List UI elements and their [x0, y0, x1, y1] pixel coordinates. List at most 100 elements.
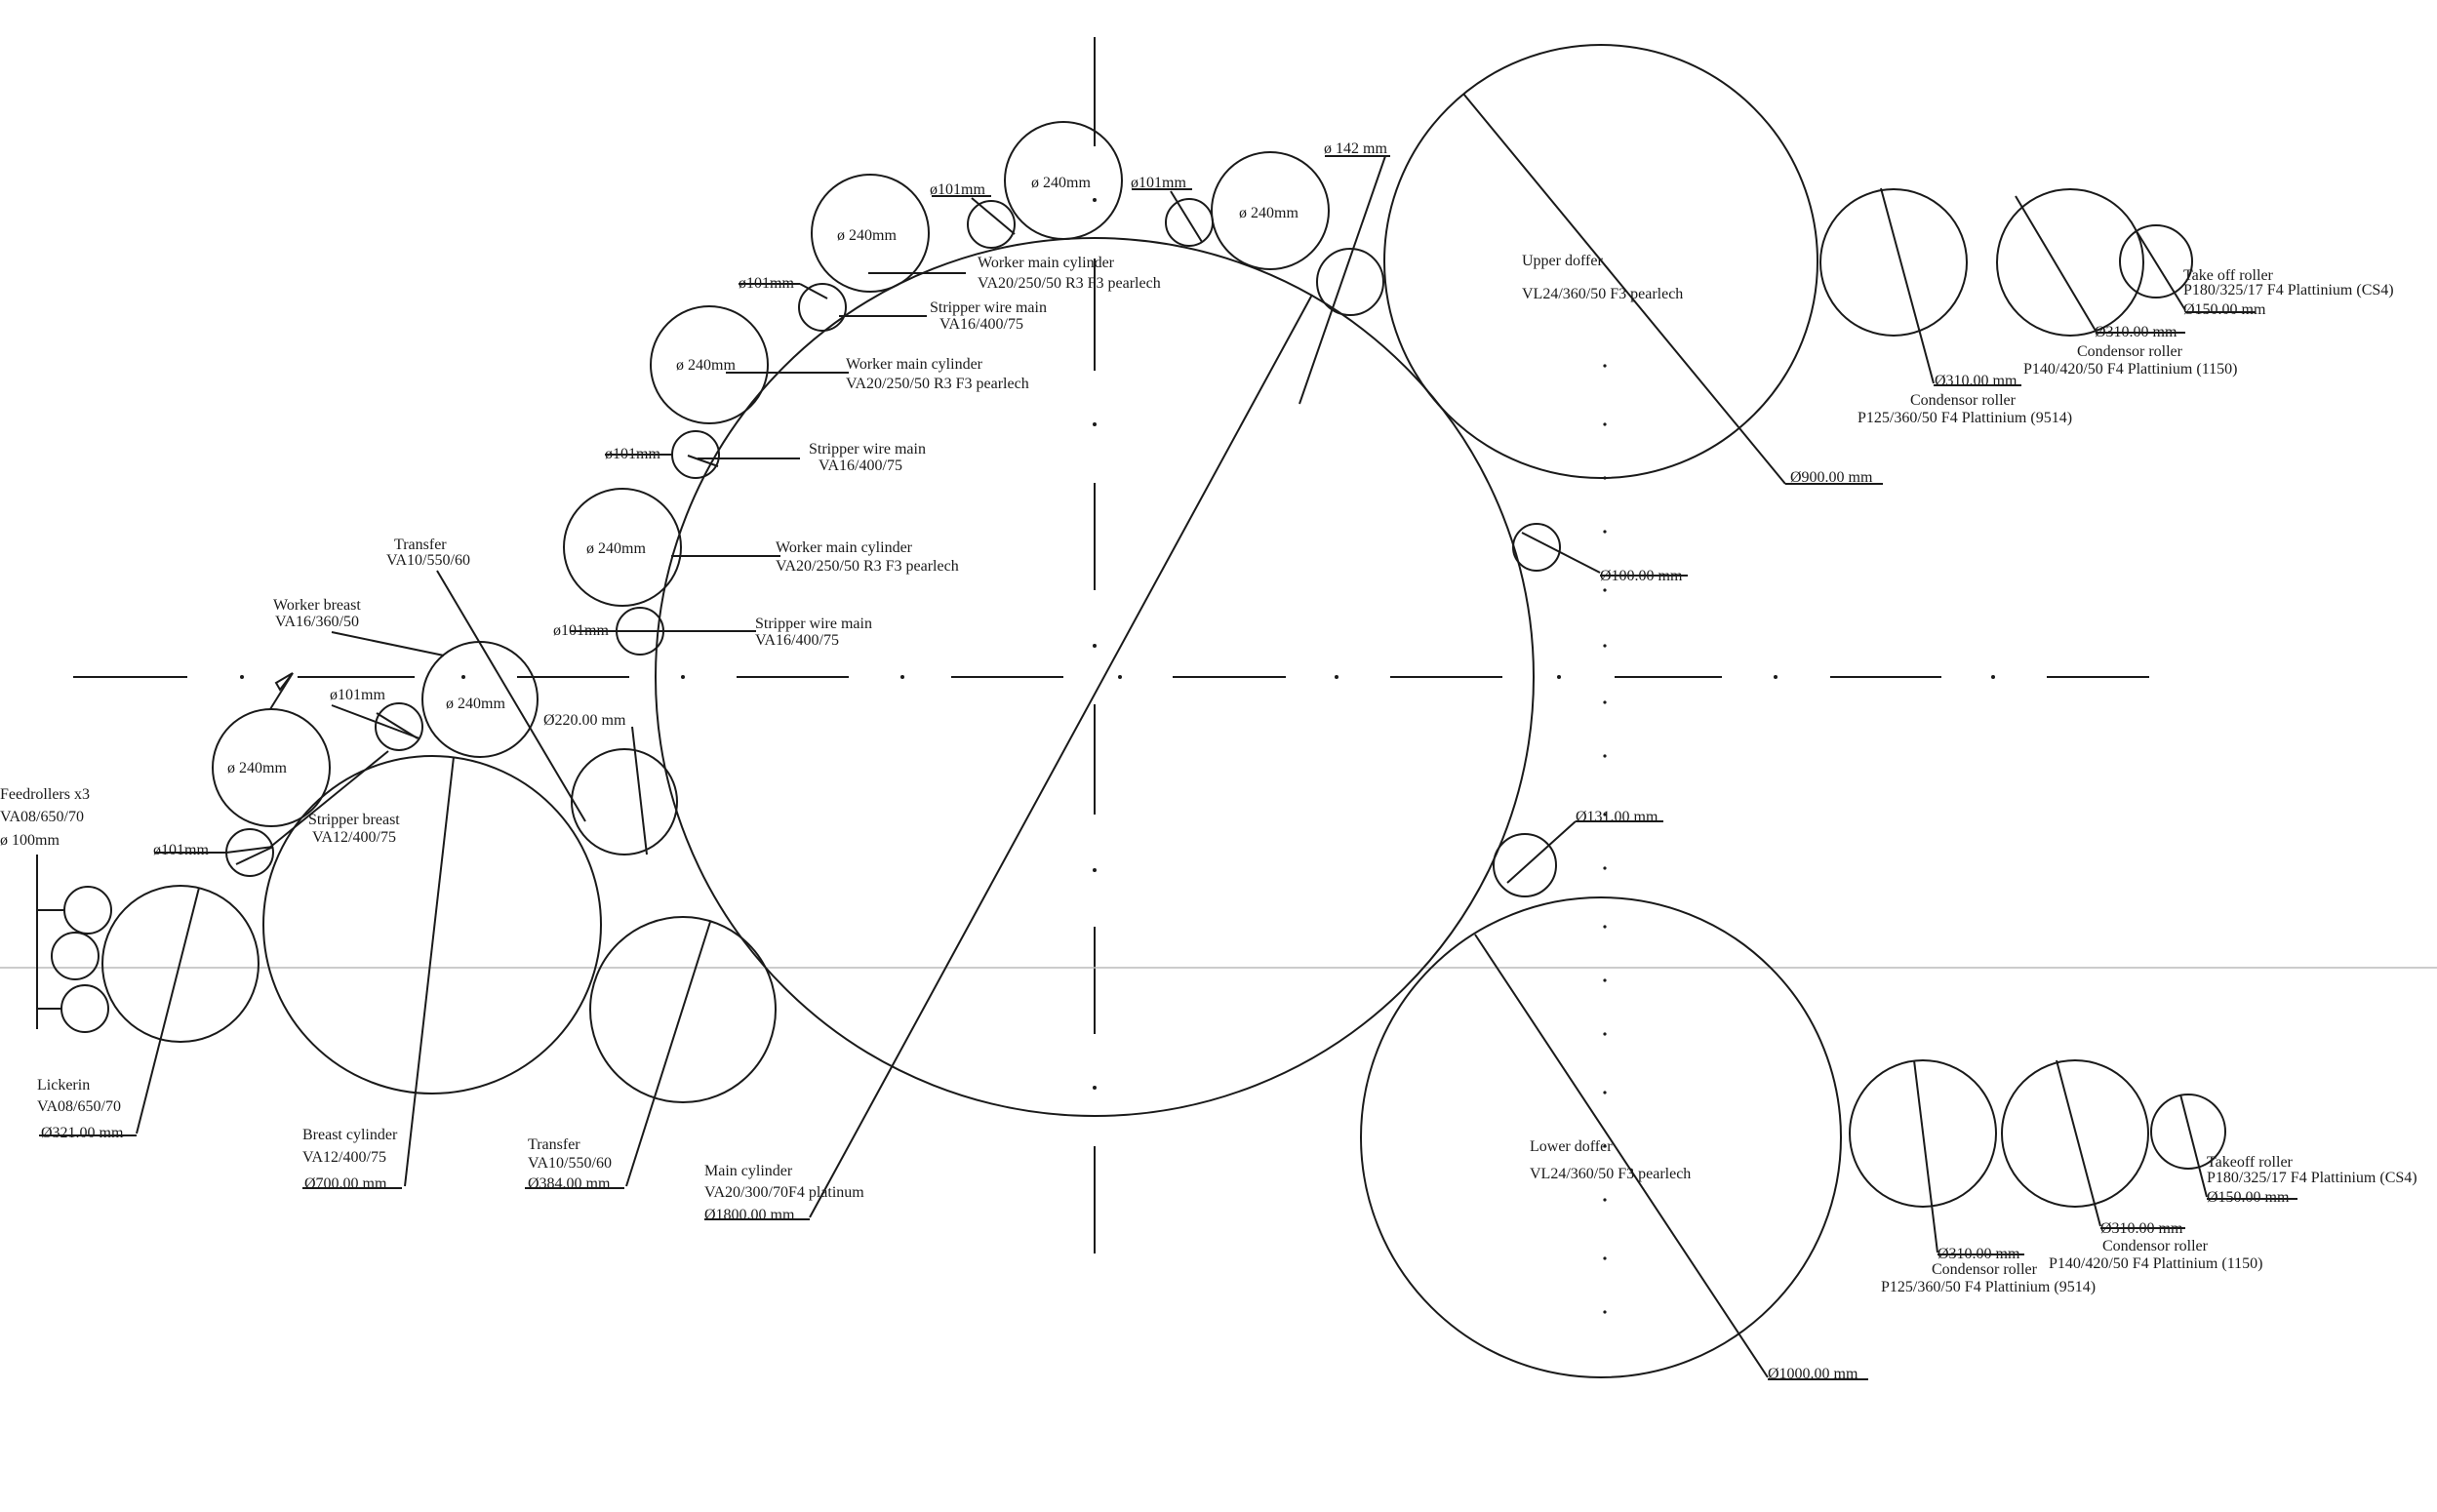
lower-doffer-title: Lower doffer — [1530, 1138, 1613, 1155]
transfer-low-title: Transfer — [528, 1136, 580, 1153]
transfer-top-spec: VA10/550/60 — [386, 552, 470, 569]
upper-condensor-2 — [1996, 188, 2144, 337]
dia-240-e: ø 240mm — [837, 227, 897, 244]
l-cond1-dia: Ø310.00 mm — [1938, 1246, 2020, 1262]
breast-cylinder — [262, 755, 602, 1094]
upper-doffer — [1383, 44, 1818, 479]
worker-main-1-spec: VA20/250/50 R3 F3 pearlech — [978, 275, 1161, 292]
stripper-101-top — [967, 200, 1016, 249]
u-cond2-dia: Ø310.00 mm — [2095, 324, 2177, 340]
stripper-main-3-title: Stripper wire main — [755, 616, 872, 632]
lower-condensor-2 — [2001, 1059, 2149, 1208]
dia-100: Ø100.00 mm — [1600, 568, 1683, 584]
worker-main-3 — [563, 488, 682, 607]
stripper-main-2-spec: VA16/400/75 — [819, 458, 902, 474]
lickerin-dia: Ø321.00 mm — [41, 1125, 124, 1141]
dia-240-c: ø 240mm — [586, 540, 646, 557]
upper-doffer-title: Upper doffer — [1522, 253, 1603, 269]
lower-condensor-1 — [1849, 1059, 1997, 1208]
feedroller-bottom — [60, 984, 109, 1033]
leader-lines — [36, 93, 2297, 1380]
centerlines — [0, 37, 2437, 1314]
u-take-title: Take off roller — [2183, 267, 2274, 284]
dia-101-b: ø101mm — [330, 687, 385, 703]
main-dia: Ø1800.00 mm — [704, 1207, 795, 1223]
u-cond2-spec: P140/420/50 F4 Plattinium (1150) — [2023, 361, 2237, 378]
main-cylinder — [655, 237, 1535, 1117]
feedroller-top — [63, 886, 112, 935]
dia-240-d: ø 240mm — [676, 357, 736, 374]
lower-doffer-spec: VL24/360/50 F3 pearlech — [1530, 1166, 1691, 1182]
transfer-low-dia: Ø384.00 mm — [528, 1175, 611, 1192]
u-cond2-title: Condensor roller — [2077, 343, 2183, 360]
dia-101-f: ø101mm — [930, 181, 985, 198]
l-cond2-spec: P140/420/50 F4 Plattinium (1150) — [2049, 1255, 2262, 1272]
roller-131 — [1493, 833, 1557, 897]
lickerin-spec: VA08/650/70 — [37, 1098, 121, 1115]
roller-100 — [1512, 523, 1561, 572]
dia-142: ø 142 mm — [1324, 140, 1387, 157]
l-cond2-dia: Ø310.00 mm — [2100, 1220, 2183, 1237]
stripper-main-2-title: Stripper wire main — [809, 441, 926, 458]
lower-takeoff — [2150, 1094, 2226, 1170]
dia-240-b: ø 240mm — [446, 696, 505, 712]
upper-doffer-spec: VL24/360/50 F3 pearlech — [1522, 286, 1683, 302]
stripper-breast-spec: VA12/400/75 — [312, 829, 396, 846]
l-cond1-title: Condensor roller — [1932, 1261, 2038, 1278]
feedrollers-spec: VA08/650/70 — [0, 809, 84, 825]
roller-142 — [1316, 248, 1384, 316]
dia-101-a: ø101mm — [153, 842, 209, 858]
stripper-main-2 — [671, 430, 720, 479]
l-cond2-title: Condensor roller — [2102, 1238, 2209, 1254]
transfer-lower — [589, 916, 777, 1103]
stripper-main-1-spec: VA16/400/75 — [939, 316, 1023, 333]
l-cond1-spec: P125/360/50 F4 Plattinium (9514) — [1881, 1279, 2096, 1295]
rollers — [51, 44, 2226, 1378]
feedrollers-dia: ø 100mm — [0, 832, 60, 849]
u-cond1-title: Condensor roller — [1910, 392, 2017, 409]
upper-takeoff — [2119, 224, 2193, 298]
worker-breast-spec: VA16/360/50 — [275, 614, 359, 630]
stripper-main-1-title: Stripper wire main — [930, 299, 1047, 316]
l-take-spec: P180/325/17 F4 Plattinium (CS4) — [2207, 1170, 2417, 1186]
u-take-dia: Ø150.00 mm — [2183, 301, 2266, 318]
labels: Feedrollers x3 VA08/650/70 ø 100mm Licke… — [0, 140, 2417, 1382]
transfer-top-title: Transfer — [394, 537, 447, 553]
lower-doffer — [1360, 896, 1842, 1378]
dia-240-g: ø 240mm — [1239, 205, 1298, 221]
stripper-main-3-spec: VA16/400/75 — [755, 632, 839, 649]
dia-131: Ø131.00 mm — [1576, 809, 1658, 825]
stripper-101-transfer — [375, 702, 423, 751]
worker-240-top — [1004, 121, 1123, 240]
worker-main-2-title: Worker main cylinder — [846, 356, 983, 373]
breast-title: Breast cylinder — [302, 1127, 398, 1143]
upper-condensor-1 — [1819, 188, 1968, 337]
worker-main-1 — [811, 174, 930, 293]
dia-101-c: ø101mm — [553, 622, 609, 639]
worker-main-2 — [650, 305, 769, 424]
l-take-dia: Ø150.00 mm — [2207, 1189, 2290, 1206]
dia-240-a: ø 240mm — [227, 760, 287, 776]
lickerin — [101, 885, 260, 1043]
worker-main-2-spec: VA20/250/50 R3 F3 pearlech — [846, 376, 1029, 392]
transfer-220 — [571, 748, 678, 855]
stripper-main-1 — [798, 283, 847, 332]
worker-breast-title: Worker breast — [273, 597, 361, 614]
lickerin-title: Lickerin — [37, 1077, 90, 1094]
dia-220: Ø220.00 mm — [543, 712, 626, 729]
worker-main-3-spec: VA20/250/50 R3 F3 pearlech — [776, 558, 959, 575]
u-take-spec: P180/325/17 F4 Plattinium (CS4) — [2183, 282, 2394, 298]
feedrollers-title: Feedrollers x3 — [0, 786, 90, 803]
worker-main-1-title: Worker main cylinder — [978, 255, 1115, 271]
transfer-low-spec: VA10/550/60 — [528, 1155, 612, 1172]
lower-doffer-dia: Ø1000.00 mm — [1768, 1366, 1858, 1382]
dia-101-g: ø101mm — [1131, 175, 1186, 191]
worker-main-3-title: Worker main cylinder — [776, 539, 913, 556]
u-cond1-dia: Ø310.00 mm — [1935, 373, 2018, 389]
dia-240-f: ø 240mm — [1031, 175, 1091, 191]
upper-doffer-dia: Ø900.00 mm — [1790, 469, 1873, 486]
feedroller-middle — [51, 932, 100, 980]
u-cond1-spec: P125/360/50 F4 Plattinium (9514) — [1858, 410, 2072, 426]
main-title: Main cylinder — [704, 1163, 793, 1179]
